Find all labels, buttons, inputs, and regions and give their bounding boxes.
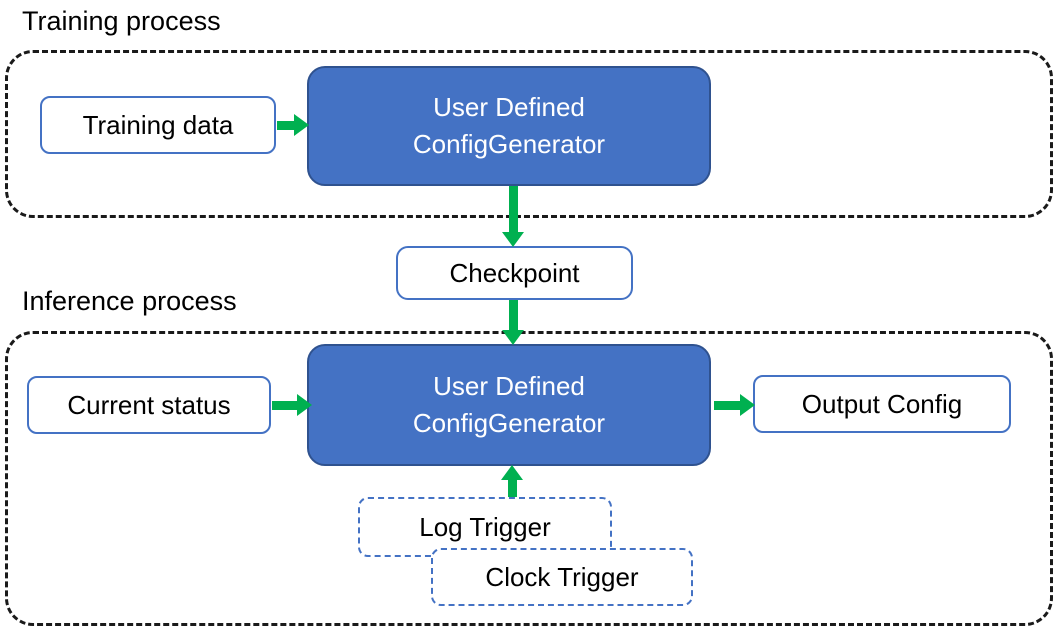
inference-generator-box: User Defined ConfigGenerator (307, 344, 711, 466)
arrow-head-icon (502, 232, 524, 247)
arrow-shaft (714, 400, 740, 410)
log-trigger-box: Log Trigger (358, 497, 612, 557)
arrow-shaft (272, 400, 297, 410)
arrow-generator-to-output-config (714, 394, 755, 416)
arrow-training-data-to-generator (277, 114, 309, 136)
arrow-head-icon (740, 394, 755, 416)
generator-label-line2: ConfigGenerator (412, 129, 606, 159)
arrow-shaft (508, 186, 518, 232)
training-process-label: Training process (22, 6, 221, 36)
arrow-head-icon (502, 330, 524, 345)
training-process-container (5, 50, 1053, 218)
arrow-checkpoint-to-generator (502, 300, 524, 345)
arrow-head-icon (501, 465, 523, 480)
arrow-shaft (277, 120, 294, 130)
arrow-head-icon (297, 394, 312, 416)
arrow-shaft (508, 300, 518, 330)
generator-label-line2: ConfigGenerator (412, 408, 606, 438)
generator-label-line1: User Defined (433, 371, 585, 401)
arrow-generator-to-checkpoint (502, 186, 524, 247)
generator-label-line1: User Defined (433, 92, 585, 122)
inference-process-container (5, 331, 1053, 626)
arrow-triggers-to-generator (501, 465, 523, 497)
training-data-box: Training data (40, 96, 276, 154)
output-config-box: Output Config (753, 375, 1011, 433)
arrow-current-status-to-generator (272, 394, 312, 416)
inference-process-label: Inference process (22, 286, 237, 316)
checkpoint-box: Checkpoint (396, 246, 633, 300)
current-status-box: Current status (27, 376, 271, 434)
training-generator-box: User Defined ConfigGenerator (307, 66, 711, 186)
arrow-head-icon (294, 114, 309, 136)
arrow-shaft (507, 480, 517, 497)
clock-trigger-box: Clock Trigger (431, 548, 693, 606)
